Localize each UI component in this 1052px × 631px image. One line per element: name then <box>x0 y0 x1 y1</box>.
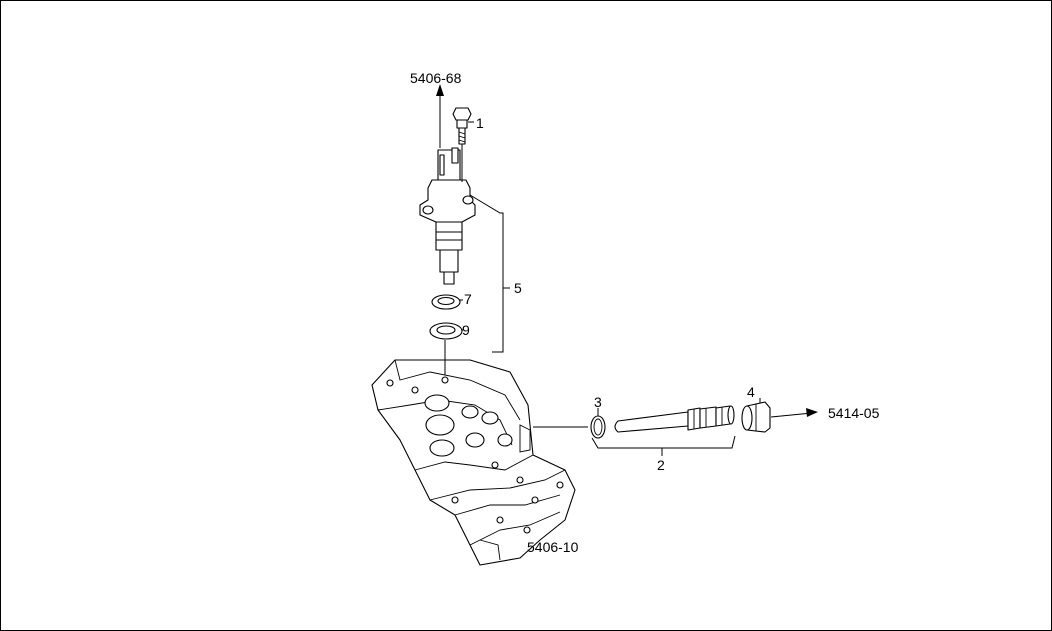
label-ref-right: 5414-05 <box>828 405 880 421</box>
label-item-7: 7 <box>464 291 472 307</box>
label-ref-bottom: 5406-10 <box>527 539 579 555</box>
arrow-head-top <box>436 84 444 96</box>
arrow-to-ref-right <box>770 412 813 418</box>
fitting-4 <box>741 401 771 433</box>
label-ref-top: 5406-68 <box>410 70 462 86</box>
pressure-pipe-connector <box>614 405 735 433</box>
fuel-injector <box>419 147 476 285</box>
label-item-5: 5 <box>514 280 522 296</box>
label-item-3: 3 <box>594 394 602 410</box>
bracket-5 <box>469 194 504 353</box>
seal-ring-7 <box>431 294 461 310</box>
seal-ring-9 <box>429 322 463 340</box>
label-item-4: 4 <box>747 384 755 400</box>
o-ring-3 <box>590 415 606 439</box>
label-item-2: 2 <box>657 457 665 473</box>
label-item-1: 1 <box>476 115 484 131</box>
bracket-2 <box>591 435 736 449</box>
bolt <box>452 107 472 145</box>
cylinder-head <box>371 359 576 566</box>
label-item-9: 9 <box>462 322 470 338</box>
arrow-head-right <box>806 408 818 417</box>
